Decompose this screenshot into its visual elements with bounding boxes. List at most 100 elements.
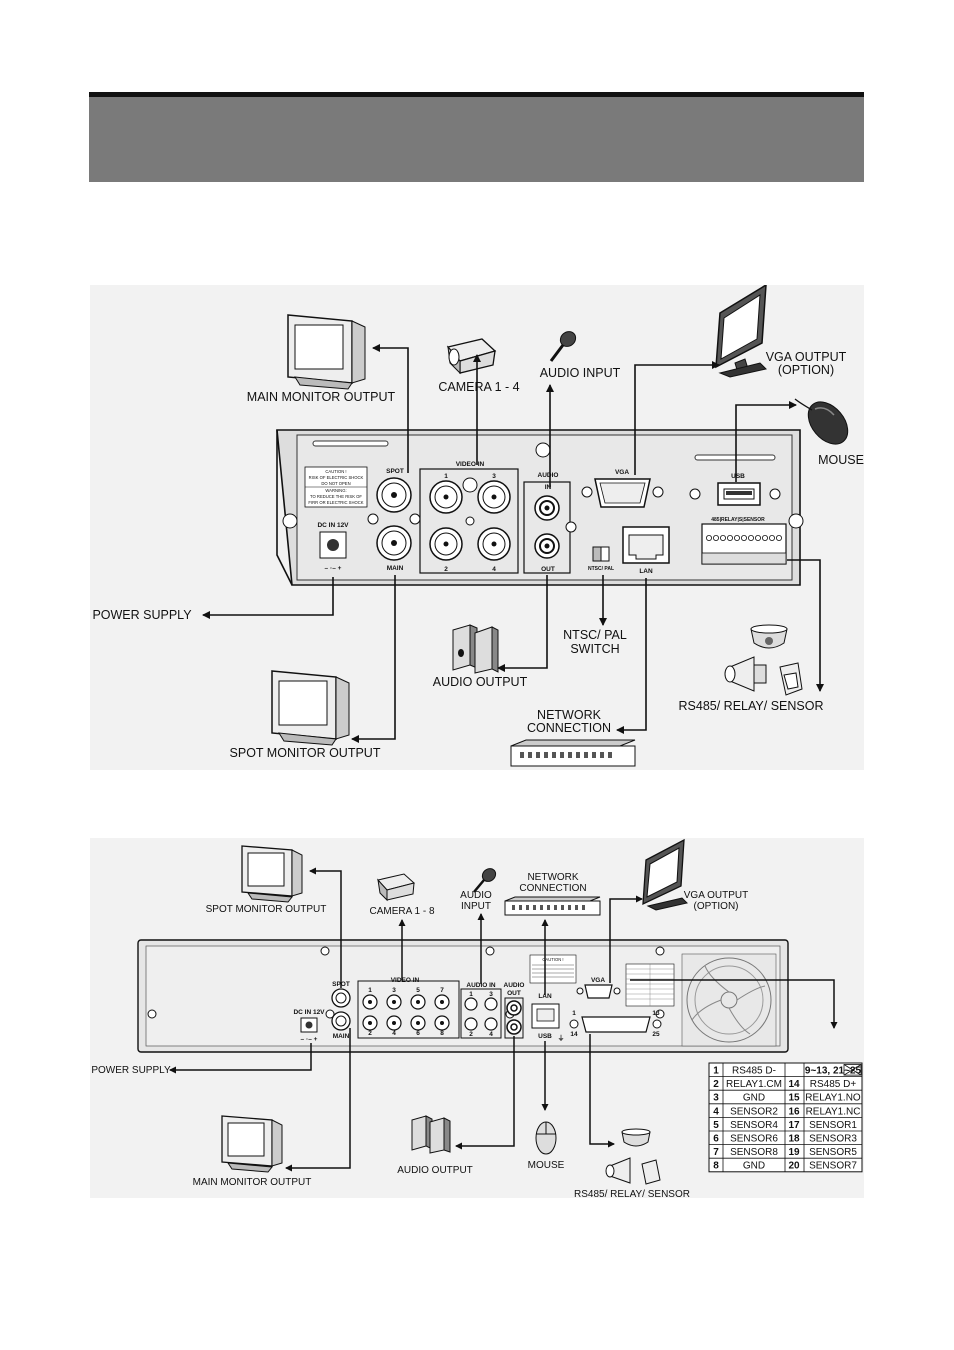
spot-port-label: SPOT xyxy=(386,468,404,475)
camera-icon xyxy=(446,338,497,375)
spot-bnc-connector[interactable] xyxy=(331,988,351,1008)
mouse-icon xyxy=(535,1121,557,1155)
video-in-label: VIDEO IN xyxy=(456,461,485,468)
network-hub-icon xyxy=(510,739,636,767)
channel-number: 1 xyxy=(368,987,372,994)
pin-number: 20 xyxy=(788,1161,800,1172)
spot-bnc-connector[interactable] xyxy=(376,477,412,513)
vga-port[interactable] xyxy=(584,984,613,999)
camera-icon xyxy=(377,873,416,902)
db25-connector[interactable] xyxy=(581,1016,651,1033)
spot-monitor-icon xyxy=(241,845,303,903)
rs485-relay-sensor-label: RS485/ RELAY/ SENSOR xyxy=(574,1189,690,1198)
caution-line: DO NOT OPEN xyxy=(321,481,350,486)
screw-icon xyxy=(769,488,781,500)
audio-in-label: AUDIO IN xyxy=(466,982,496,989)
lan-port[interactable] xyxy=(622,526,670,564)
channel-number: 2 xyxy=(368,1030,372,1037)
pin-number: 5 xyxy=(713,1120,719,1131)
screw-icon xyxy=(320,946,330,956)
audio-in-rca-3[interactable] xyxy=(484,997,498,1011)
audio-input-label: AUDIO INPUT xyxy=(540,366,621,380)
mouse-label: MOUSE xyxy=(528,1160,565,1171)
camera-label: CAMERA 1 - 4 xyxy=(438,380,519,394)
camera-label: CAMERA 1 - 8 xyxy=(369,906,434,917)
sensor-icon xyxy=(779,662,803,696)
screw-icon xyxy=(409,513,421,525)
main-bnc-connector[interactable] xyxy=(331,1011,351,1031)
channel-number: 4 xyxy=(489,1031,493,1038)
audio-out-rca-jack-2[interactable] xyxy=(506,1019,522,1035)
screw-icon xyxy=(147,1009,157,1019)
screw-icon xyxy=(325,1009,335,1019)
channel-number: 1 xyxy=(469,991,473,998)
caution-line: RISK OF ELECTRIC SHOCK xyxy=(309,475,364,480)
terminal-block[interactable] xyxy=(701,523,787,565)
main-bnc-connector[interactable] xyxy=(376,525,412,561)
vga-output-option-label: (OPTION) xyxy=(694,901,739,912)
audio-out-label: AUDIO xyxy=(504,982,525,989)
audio-output-label: AUDIO OUTPUT xyxy=(397,1165,473,1176)
dome-camera-icon xyxy=(750,624,788,649)
siren-icon xyxy=(605,1157,631,1184)
vga-output-label: VGA OUTPUT xyxy=(766,350,847,364)
audio-out-label-2: OUT xyxy=(507,990,521,997)
pin-signal: GND xyxy=(743,1161,765,1172)
main-port-label: MAIN xyxy=(333,1033,350,1040)
dome-camera-icon xyxy=(621,1128,651,1147)
ntsc-pal-switch-label: NTSC/ PAL xyxy=(563,628,627,642)
screw-icon xyxy=(652,1019,662,1029)
channel-number: 4 xyxy=(392,1030,396,1037)
rs485-relay-sensor-label: RS485/ RELAY/ SENSOR xyxy=(679,699,824,713)
pin-number: 3 xyxy=(713,1093,719,1104)
video-in-bnc-3[interactable] xyxy=(477,480,511,514)
pin-number: 4 xyxy=(713,1106,719,1117)
audio-out-rca-jack[interactable] xyxy=(534,533,560,559)
ntsc-pal-switch[interactable] xyxy=(592,546,610,562)
audio-in-rca-4[interactable] xyxy=(484,1017,498,1031)
audio-in-rca-1[interactable] xyxy=(464,997,478,1011)
pin-signal: RELAY1.NO xyxy=(805,1093,861,1104)
pin-signal: SENSOR6 xyxy=(730,1134,778,1145)
screw-icon xyxy=(367,513,379,525)
caution-label: CAUTION ! xyxy=(529,954,577,984)
pin-signal: SENSOR1 xyxy=(809,1120,857,1131)
db25-pin-number: 14 xyxy=(570,1031,578,1038)
channel-number: 4 xyxy=(492,566,496,573)
pin-signal: RS485 D+ xyxy=(810,1079,857,1090)
vga-port[interactable] xyxy=(594,478,651,508)
pin-signal: SENSOR3 xyxy=(809,1134,857,1145)
main-monitor-icon xyxy=(221,1115,283,1173)
pin-number: 14 xyxy=(788,1079,800,1090)
connection-lines xyxy=(169,867,838,1172)
pin-signal: SENSOR4 xyxy=(730,1120,778,1131)
channel-number: 3 xyxy=(492,473,496,480)
pin-signal: SENSOR7 xyxy=(809,1161,857,1172)
vga-output-label: VGA OUTPUT xyxy=(684,890,748,901)
video-in-bnc-4[interactable] xyxy=(477,527,511,561)
screw-icon xyxy=(689,488,701,500)
audio-in-rca-jack[interactable] xyxy=(534,495,560,521)
spot-monitor-icon xyxy=(271,670,350,746)
screw-icon xyxy=(535,442,551,458)
audio-out-rca-jack[interactable] xyxy=(506,1000,522,1016)
screw-icon xyxy=(462,477,478,493)
pin-number: 1 xyxy=(713,1066,719,1077)
screw-icon xyxy=(485,946,495,956)
usb-symbol-icon: ⏚ xyxy=(558,1034,565,1042)
audio-in-rca-2[interactable] xyxy=(464,1017,478,1031)
db25-pin-number: 13 xyxy=(652,1010,660,1017)
section-header-bar xyxy=(89,92,864,182)
mouse-label: MOUSE xyxy=(818,453,864,467)
vga-port-label: VGA xyxy=(591,977,605,984)
ntsc-pal-switch-label-2: SWITCH xyxy=(570,642,619,656)
video-in-bnc-1[interactable] xyxy=(429,480,463,514)
screw-icon xyxy=(788,513,804,529)
channel-number: 5 xyxy=(416,987,420,994)
screw-icon xyxy=(465,516,475,526)
video-in-bnc-2[interactable] xyxy=(429,527,463,561)
sensor-icon xyxy=(641,1159,661,1185)
audio-out-label: OUT xyxy=(541,566,555,573)
channel-number: 3 xyxy=(489,991,493,998)
usb-port[interactable] xyxy=(717,482,761,506)
